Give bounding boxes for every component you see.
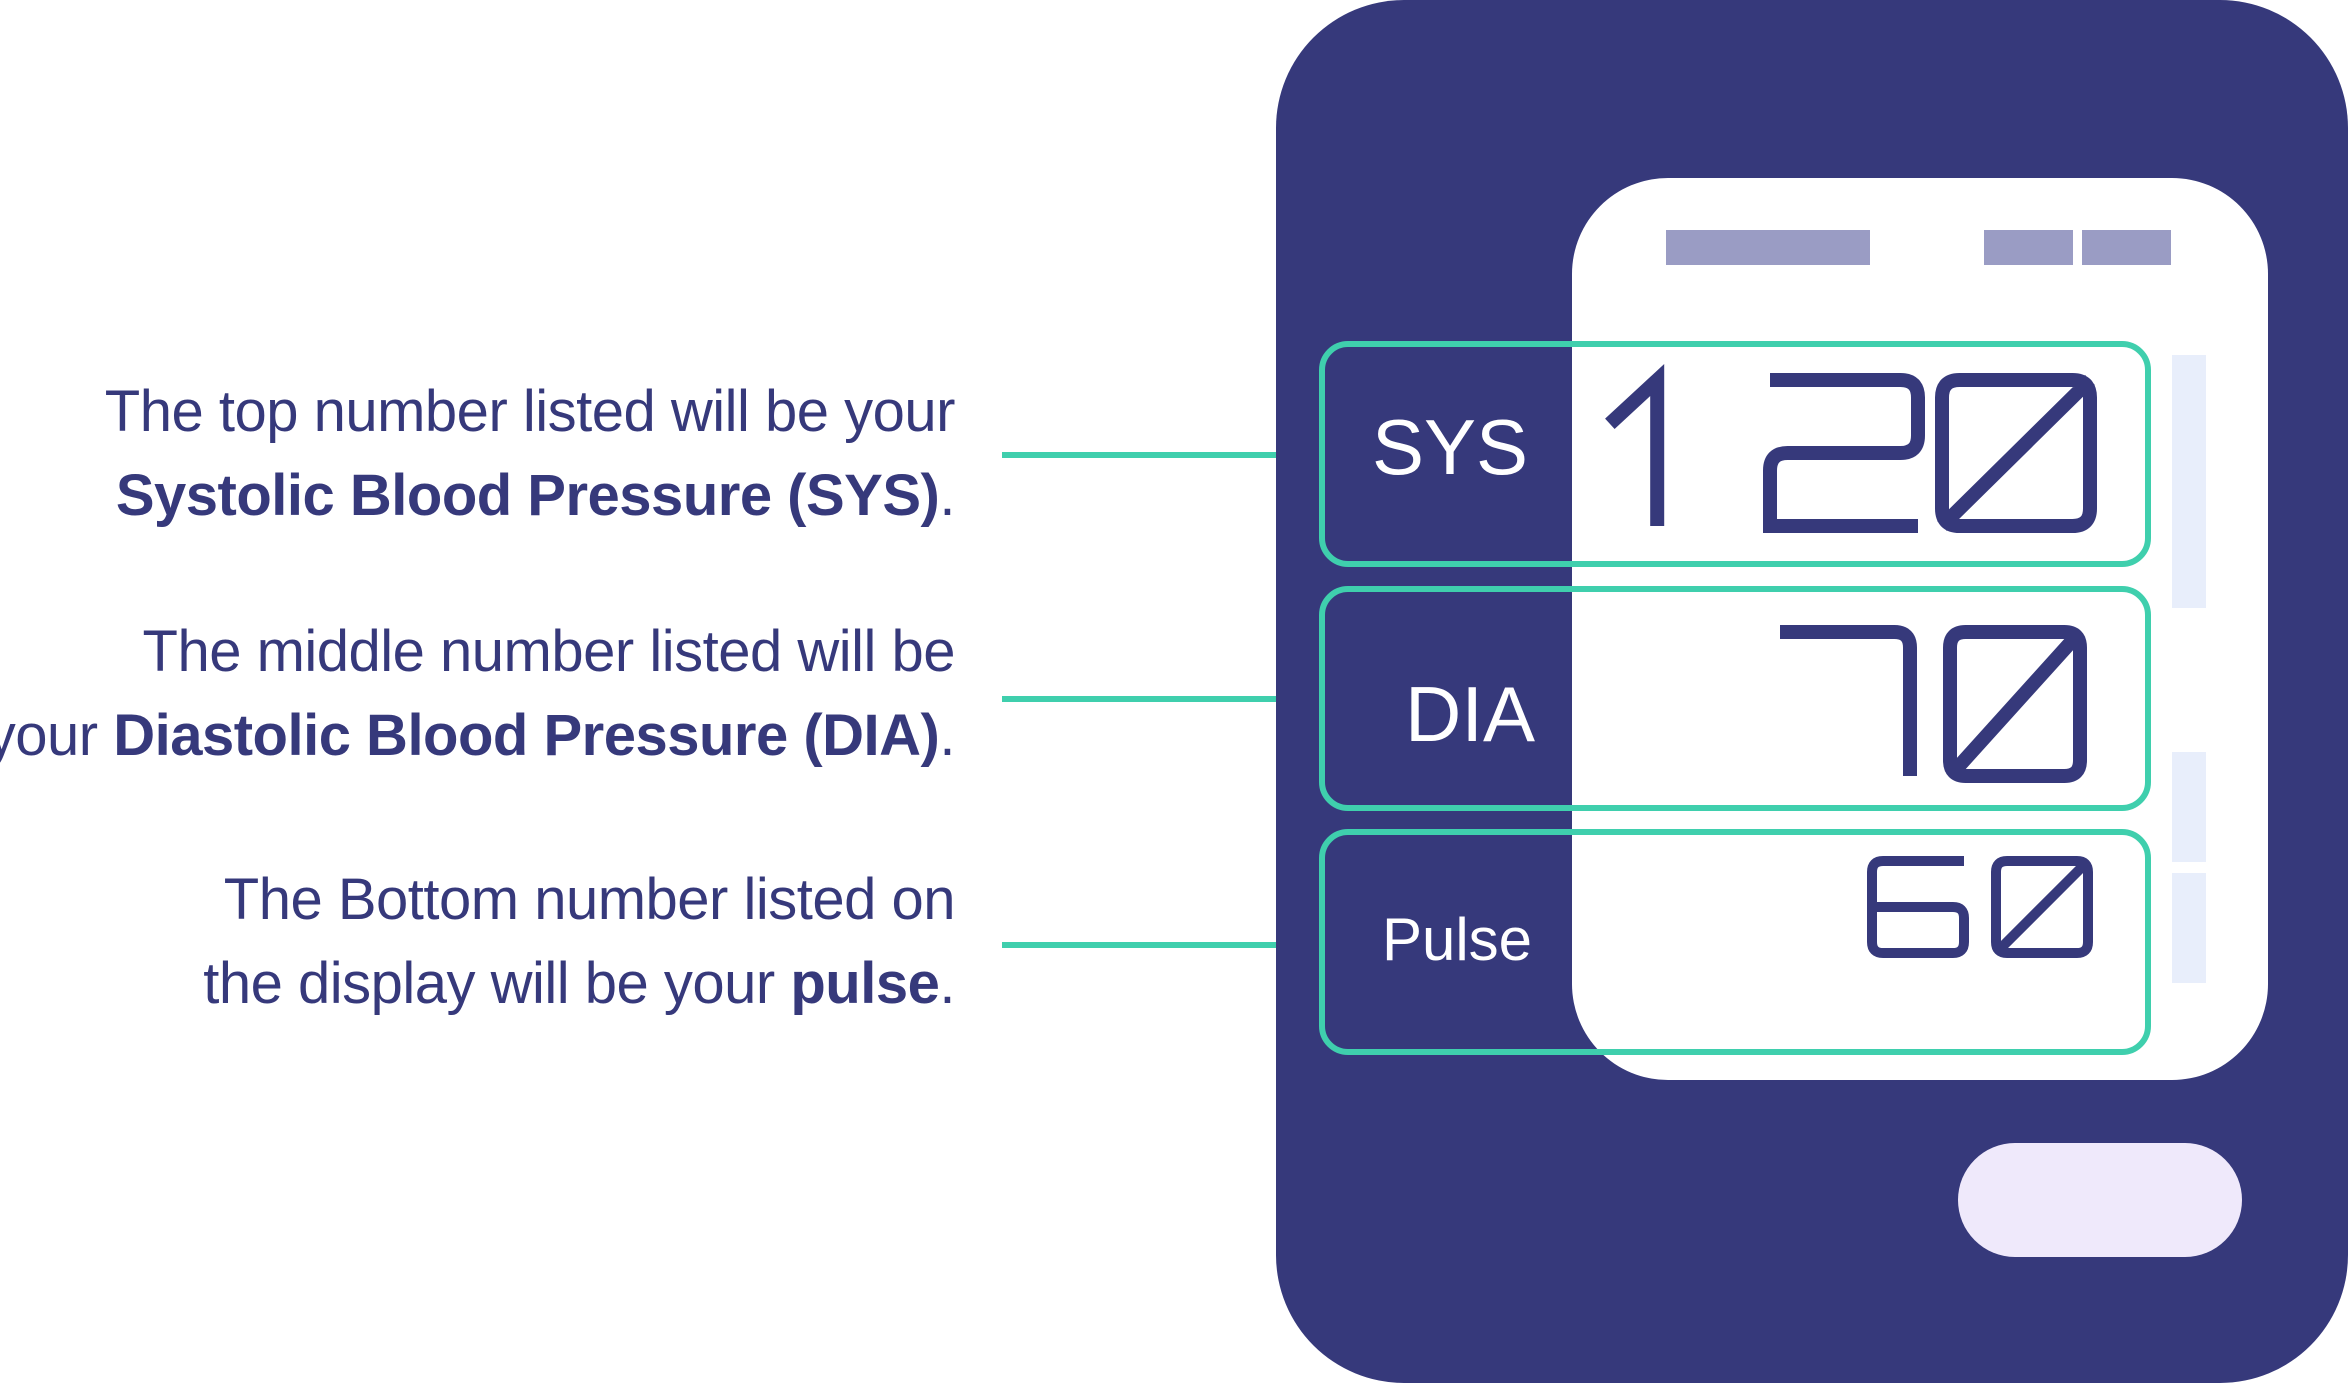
pulse-annotation-prefix: the display will be your bbox=[203, 951, 791, 1016]
dia-highlight-box bbox=[1319, 586, 2151, 811]
sys-annotation-period: . bbox=[939, 463, 955, 528]
dia-annotation-line1: The middle number listed will be bbox=[142, 619, 956, 684]
pulse-annotation-term: pulse bbox=[790, 951, 940, 1016]
dia-connector-line bbox=[1002, 696, 1324, 702]
pulse-annotation-line2: the display will be your pulse. bbox=[203, 942, 955, 1026]
dia-annotation-term: Diastolic Blood Pressure (DIA) bbox=[113, 703, 940, 768]
status-bar-left bbox=[1666, 230, 1870, 265]
dia-reading bbox=[1780, 625, 2087, 783]
scale-strip-mid bbox=[2172, 752, 2206, 862]
sys-annotation: The top number listed will be your Systo… bbox=[104, 370, 956, 538]
sys-annotation-term: Systolic Blood Pressure (SYS) bbox=[115, 463, 940, 528]
pulse-connector-line bbox=[1002, 942, 1324, 948]
pulse-annotation-line1: The Bottom number listed on bbox=[223, 867, 956, 932]
dia-label: DIA bbox=[1405, 670, 1535, 758]
scale-strip-top bbox=[2172, 355, 2206, 608]
status-bar-right bbox=[2082, 230, 2171, 265]
pulse-reading bbox=[1867, 856, 2093, 958]
sys-annotation-line2: Systolic Blood Pressure (SYS). bbox=[105, 454, 956, 538]
pulse-label: Pulse bbox=[1382, 906, 1532, 973]
lcd-digit-0 bbox=[1991, 856, 2093, 958]
lcd-digit-0 bbox=[1935, 373, 2097, 533]
device-button[interactable] bbox=[1958, 1143, 2242, 1257]
pulse-highlight-box bbox=[1319, 829, 2151, 1055]
dia-annotation-prefix: your bbox=[0, 703, 98, 768]
sys-highlight-box bbox=[1319, 341, 2151, 567]
sys-annotation-line1: The top number listed will be your bbox=[104, 379, 956, 444]
pulse-annotation-period: . bbox=[939, 951, 955, 1016]
pulse-annotation: The Bottom number listed on the display … bbox=[203, 858, 955, 1026]
lcd-digit-1 bbox=[1605, 363, 1665, 526]
lcd-screen bbox=[1572, 178, 2268, 1080]
sys-connector-line bbox=[1002, 452, 1324, 458]
dia-annotation-period: . bbox=[939, 703, 955, 768]
dia-annotation-line2: your Diastolic Blood Pressure (DIA). bbox=[0, 694, 955, 778]
scale-strip-bottom bbox=[2172, 873, 2206, 983]
sys-reading bbox=[1605, 363, 2097, 533]
sys-label: SYS bbox=[1372, 403, 1528, 491]
lcd-digit-2 bbox=[1763, 373, 1925, 533]
status-bar-mid bbox=[1984, 230, 2073, 265]
lcd-digit-0 bbox=[1943, 625, 2087, 783]
dia-annotation: The middle number listed will be your Di… bbox=[0, 610, 956, 778]
lcd-digit-7 bbox=[1780, 625, 1917, 776]
lcd-digit-6 bbox=[1867, 856, 1969, 958]
